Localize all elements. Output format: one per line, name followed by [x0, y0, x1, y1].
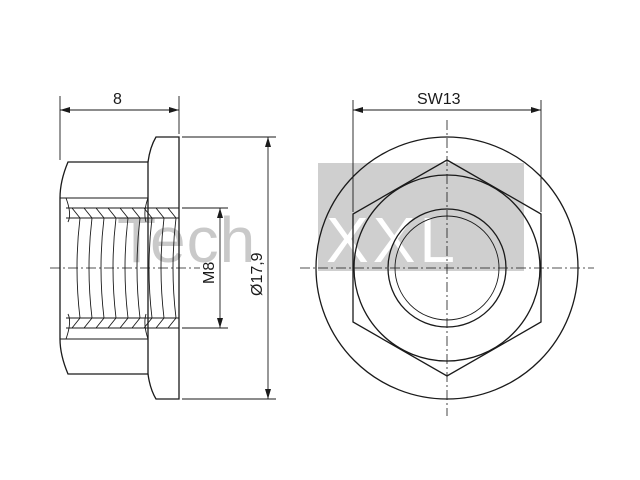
dimension-length: 8 — [59, 91, 180, 160]
dimension-wrench-size-label: SW13 — [417, 91, 461, 108]
watermark-left-text: Tech — [117, 204, 256, 276]
hex-corner-arc-bottom-right — [144, 313, 149, 340]
dimension-wrench-size: SW13 — [352, 91, 542, 212]
watermark-box — [318, 163, 524, 271]
dimension-flange-diameter-label: Ø17,9 — [249, 252, 266, 296]
dimension-thread-label: M8 — [201, 262, 218, 284]
watermark: Tech XXL — [117, 163, 524, 276]
watermark-box-text: XXL — [326, 204, 459, 276]
hex-corner-arc-bottom — [65, 313, 71, 340]
hex-corner-arc-top-right — [144, 197, 149, 223]
dimension-length-label: 8 — [113, 91, 122, 108]
front-view — [300, 120, 594, 416]
dimension-flange-diameter: Ø17,9 — [182, 136, 276, 400]
side-view — [50, 136, 200, 400]
dimension-thread: M8 — [182, 207, 228, 329]
hex-corner-arc-top — [65, 197, 71, 223]
